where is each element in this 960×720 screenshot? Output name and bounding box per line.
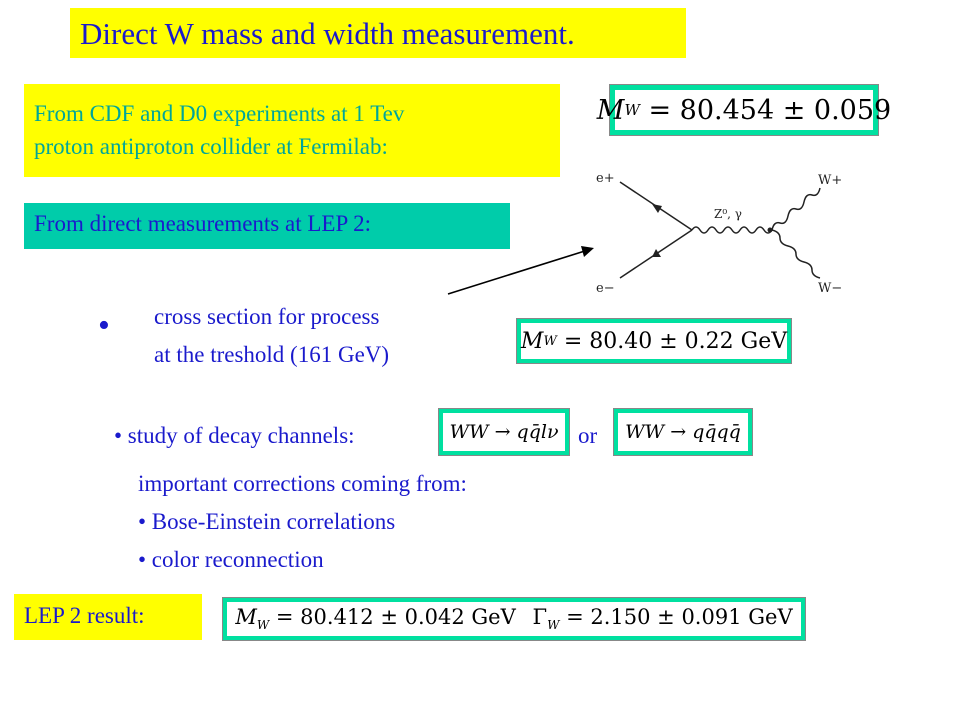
result-width-sub: W xyxy=(547,618,560,633)
corrections-bose-einstein: • Bose-Einstein correlations xyxy=(138,509,396,534)
result-mass: MW = 80.412 ± 0.042 GeV xyxy=(235,605,515,632)
feynman-diagram: e+ e− Z⁰, γ W+ W− xyxy=(596,171,842,296)
label-e-plus: e+ xyxy=(596,171,615,186)
e-plus-arrow xyxy=(652,204,662,213)
result-width: ΓW = 2.150 ± 0.091 GeV xyxy=(533,605,793,632)
lep2-result-label: LEP 2 result: xyxy=(14,594,202,640)
cdf-line-1: From CDF and D0 experiments at 1 Tev xyxy=(34,101,405,126)
boson-propagator xyxy=(691,226,773,234)
page-title: Direct W mass and width measurement. xyxy=(70,8,686,58)
corrections-head: important corrections coming from: xyxy=(138,471,467,496)
formula-cdf-lhs: M xyxy=(596,94,625,126)
corrections-color-reconnection: • color reconnection xyxy=(138,547,324,572)
label-e-minus: e− xyxy=(596,281,615,296)
e-minus-arrow xyxy=(652,249,661,257)
cross-section-line-1: cross section for process xyxy=(154,304,380,329)
cdf-line-2: proton antiproton collider at Fermilab: xyxy=(34,134,388,159)
threshold-lhs: M xyxy=(520,328,544,354)
decay-channels-label: • study of decay channels: xyxy=(114,423,355,448)
decay-or: or xyxy=(578,423,598,448)
formula-lep2-result: MW = 80.412 ± 0.042 GeV ΓW = 2.150 ± 0.0… xyxy=(222,597,806,641)
formula-cdf-sub: W xyxy=(624,101,640,119)
cross-section-bullet: • xyxy=(98,307,110,344)
threshold-sub: W xyxy=(543,333,557,349)
w-minus-line xyxy=(771,229,821,279)
decay-formula-2-text: WW → qq̄qq̄ xyxy=(618,413,748,451)
cross-section-line-2: at the treshold (161 GeV) xyxy=(154,342,390,367)
result-width-lhs: Γ xyxy=(532,605,548,630)
w-plus-line xyxy=(771,187,821,231)
label-w-plus: W+ xyxy=(818,173,842,188)
label-boson: Z⁰, γ xyxy=(714,207,742,221)
result-mass-rhs: = 80.412 ± 0.042 GeV xyxy=(275,605,516,630)
threshold-rhs: = 80.40 ± 0.22 GeV xyxy=(563,328,788,354)
vertex-dot xyxy=(767,227,773,233)
result-mass-lhs: M xyxy=(235,605,257,630)
result-mass-sub: W xyxy=(256,618,270,633)
decay-formula-semileptonic: WW → qq̄lν xyxy=(438,408,570,456)
label-w-minus: W− xyxy=(818,281,842,296)
cdf-d0-text: From CDF and D0 experiments at 1 Tev pro… xyxy=(24,84,560,177)
formula-cdf-rhs: = 80.454 ± 0.059 xyxy=(648,94,892,126)
result-width-rhs: = 2.150 ± 0.091 GeV xyxy=(566,605,793,630)
decay-formula-1-text: WW → qq̄lν xyxy=(443,413,565,451)
pointer-arrow xyxy=(447,246,594,295)
lep2-direct-label: From direct measurements at LEP 2: xyxy=(24,203,510,249)
decay-formula-hadronic: WW → qq̄qq̄ xyxy=(613,408,753,456)
